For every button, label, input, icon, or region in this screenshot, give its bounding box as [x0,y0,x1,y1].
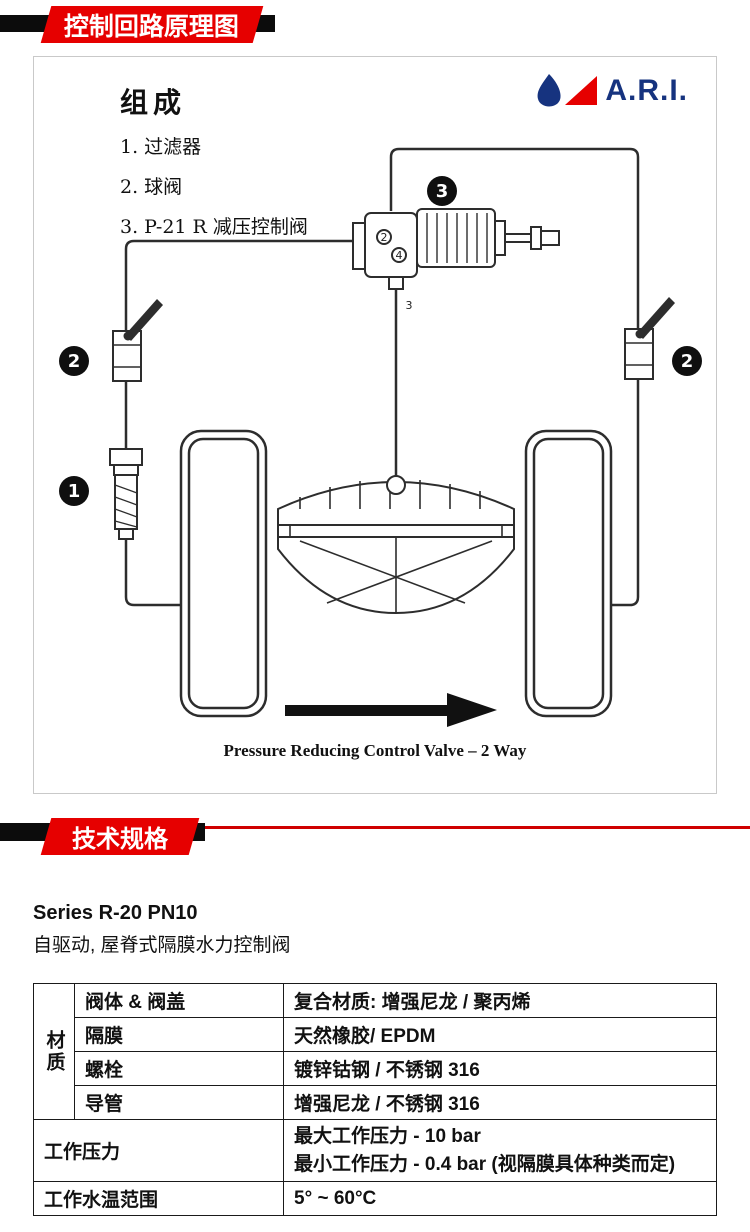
marker-pilot-3: 3 [427,176,457,206]
ari-logo-mark [537,74,598,107]
section-banner-control-loop: 控制回路原理图 [0,0,750,52]
legend-item-filter: 1. 过滤器 [120,136,202,158]
banner-title: 控制回路原理图 [64,12,240,41]
table-row: 材质 阀体 & 阀盖 复合材质: 增强尼龙 / 聚丙烯 [33,983,717,1120]
ari-logo-text: A.R.I. [605,74,688,107]
legend-item-ball-valve: 2. 球阀 [120,176,183,198]
row-label-working-pressure: 工作压力 [33,1118,284,1183]
marker-ball-valve-left-2: 2 [59,346,89,376]
row-label-body-cover: 阀体 & 阀盖 [74,983,284,1018]
pilot-port-label-4: 4 [396,249,403,262]
ari-logo: A.R.I. [533,71,688,111]
row-value-tubing: 增强尼龙 / 不锈钢 316 [283,1085,717,1120]
row-label-bolts: 螺栓 [74,1051,284,1086]
diagram-caption: Pressure Reducing Control Valve – 2 Way [223,741,527,760]
row-value-body-cover: 复合材质: 增强尼龙 / 聚丙烯 [283,983,717,1018]
specs-section: Series R-20 PN10 自驱动, 屋脊式隔膜水力控制阀 材质 阀体 &… [33,902,717,1217]
row-value-diaphragm: 天然橡胶/ EPDM [283,1017,717,1052]
valve-schematic: 2 4 3 [109,147,675,727]
diagram-legend: 1. 过滤器 2. 球阀 3. P-21 R 减压控制阀 [120,127,308,247]
marker-filter-1: 1 [59,476,89,506]
material-header-cell: 材质 [33,983,75,1120]
diagram-title: 组成 [120,86,187,119]
row-value-water-temp: 5° ~ 60°C [283,1181,717,1217]
spec-table: 材质 阀体 & 阀盖 复合材质: 增强尼龙 / 聚丙烯 隔膜 天然橡胶/ EPD… [33,983,717,1217]
series-title: Series R-20 PN10 [33,902,198,924]
table-row: 工作水温范围 5° ~ 60°C [33,1181,717,1217]
table-row: 工作压力 最大工作压力 - 10 bar 最小工作压力 - 0.4 bar (视… [33,1118,717,1183]
pressure-max-line: 最大工作压力 - 10 bar [294,1126,481,1147]
section-banner-specs: 技术规格 [0,818,750,862]
marker-ball-valve-right-2: 2 [672,346,702,376]
series-subtitle: 自驱动, 屋脊式隔膜水力控制阀 [33,935,291,956]
row-label-diaphragm: 隔膜 [74,1017,284,1052]
diagram-panel: 2 4 3 组成 1. 过滤器 2. 球阀 3. P-21 R 减压控制阀 A.… [33,56,717,794]
pilot-port-label-2: 2 [381,231,388,244]
pressure-min-line: 最小工作压力 - 0.4 bar (视隔膜具体种类而定) [294,1153,676,1175]
row-label-water-temp: 工作水温范围 [33,1181,284,1217]
banner-accent-line [0,826,750,829]
table-row: 螺栓 镀锌钴钢 / 不锈钢 316 [34,1051,717,1086]
table-row: 导管 增强尼龙 / 不锈钢 316 [34,1085,717,1120]
legend-item-pilot-valve: 3. P-21 R 减压控制阀 [120,216,308,238]
row-value-working-pressure: 最大工作压力 - 10 bar 最小工作压力 - 0.4 bar (视隔膜具体种… [283,1118,717,1183]
banner-ribbon: 技术规格 [40,818,200,855]
pilot-port-label-3: 3 [406,299,413,312]
banner-ribbon: 控制回路原理图 [40,6,264,43]
row-label-tubing: 导管 [74,1085,284,1120]
table-row: 隔膜 天然橡胶/ EPDM [34,1017,717,1052]
banner-title: 技术规格 [72,826,168,853]
row-value-bolts: 镀锌钴钢 / 不锈钢 316 [283,1051,717,1086]
